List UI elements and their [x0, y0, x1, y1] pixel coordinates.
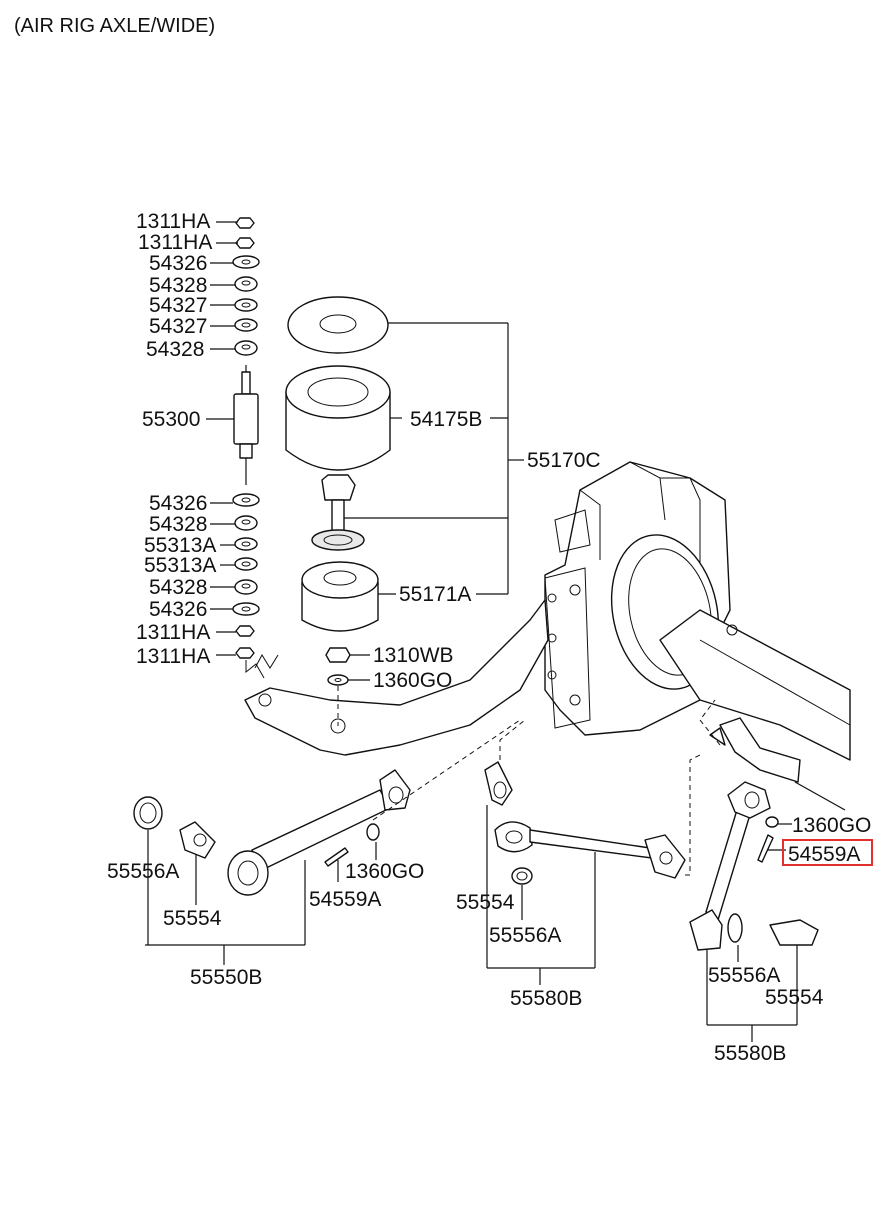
- nut-icon: [235, 625, 255, 637]
- label-54328[interactable]: 54328: [146, 338, 204, 361]
- part-labels: 1311HA 1311HA 54326 54328 54327 54327 54…: [107, 210, 871, 1065]
- label-55550B[interactable]: 55550B: [190, 966, 262, 989]
- label-54326[interactable]: 54326: [149, 598, 207, 621]
- label-1310WB[interactable]: 1310WB: [373, 644, 454, 667]
- label-1311HA[interactable]: 1311HA: [136, 621, 210, 644]
- leader-lines: [145, 221, 846, 1042]
- nut-icon: [235, 647, 255, 659]
- label-54327[interactable]: 54327: [149, 315, 207, 338]
- axle-housing: [544, 461, 851, 761]
- shock-absorber-stack: [232, 217, 265, 679]
- label-55554[interactable]: 55554: [456, 891, 515, 914]
- label-55170C[interactable]: 55170C: [527, 449, 601, 472]
- label-55554[interactable]: 55554: [765, 986, 824, 1009]
- label-54559A-highlighted[interactable]: 54559A: [788, 843, 860, 866]
- label-54328[interactable]: 54328: [149, 274, 207, 297]
- air-spring-assembly: [285, 296, 391, 726]
- label-55313A[interactable]: 55313A: [144, 554, 216, 577]
- nut-icon: [235, 217, 255, 229]
- label-55556A[interactable]: 55556A: [107, 860, 179, 883]
- lower-spring-arm: [244, 599, 549, 756]
- label-55580B[interactable]: 55580B: [714, 1042, 786, 1065]
- label-1311HA[interactable]: 1311HA: [136, 645, 210, 668]
- label-54559A[interactable]: 54559A: [309, 888, 381, 911]
- label-55556A[interactable]: 55556A: [708, 964, 780, 987]
- label-55580B[interactable]: 55580B: [510, 987, 582, 1010]
- label-54326[interactable]: 54326: [149, 252, 207, 275]
- label-54327[interactable]: 54327: [149, 294, 207, 317]
- label-55300[interactable]: 55300: [142, 408, 200, 431]
- nut-icon: [235, 237, 255, 249]
- diagram-title: (AIR RIG AXLE/WIDE): [14, 15, 215, 37]
- label-1311HA[interactable]: 1311HA: [138, 231, 212, 254]
- label-55171A[interactable]: 55171A: [399, 583, 471, 606]
- label-1311HA[interactable]: 1311HA: [136, 210, 210, 233]
- label-55554[interactable]: 55554: [163, 907, 222, 930]
- label-55556A[interactable]: 55556A: [489, 924, 561, 947]
- highlight-box: [782, 839, 873, 866]
- label-55313A[interactable]: 55313A: [144, 534, 216, 557]
- label-1360GO[interactable]: 1360GO: [345, 860, 424, 883]
- control-rod-middle: [484, 719, 701, 885]
- control-rod-left: [133, 719, 521, 896]
- label-1360GO[interactable]: 1360GO: [792, 814, 871, 837]
- label-54326[interactable]: 54326: [149, 492, 207, 515]
- label-1360GO[interactable]: 1360GO: [373, 669, 452, 692]
- label-54328[interactable]: 54328: [149, 513, 207, 536]
- label-54175B[interactable]: 54175B: [410, 408, 482, 431]
- control-rod-right: [689, 699, 819, 951]
- label-54328[interactable]: 54328: [149, 576, 207, 599]
